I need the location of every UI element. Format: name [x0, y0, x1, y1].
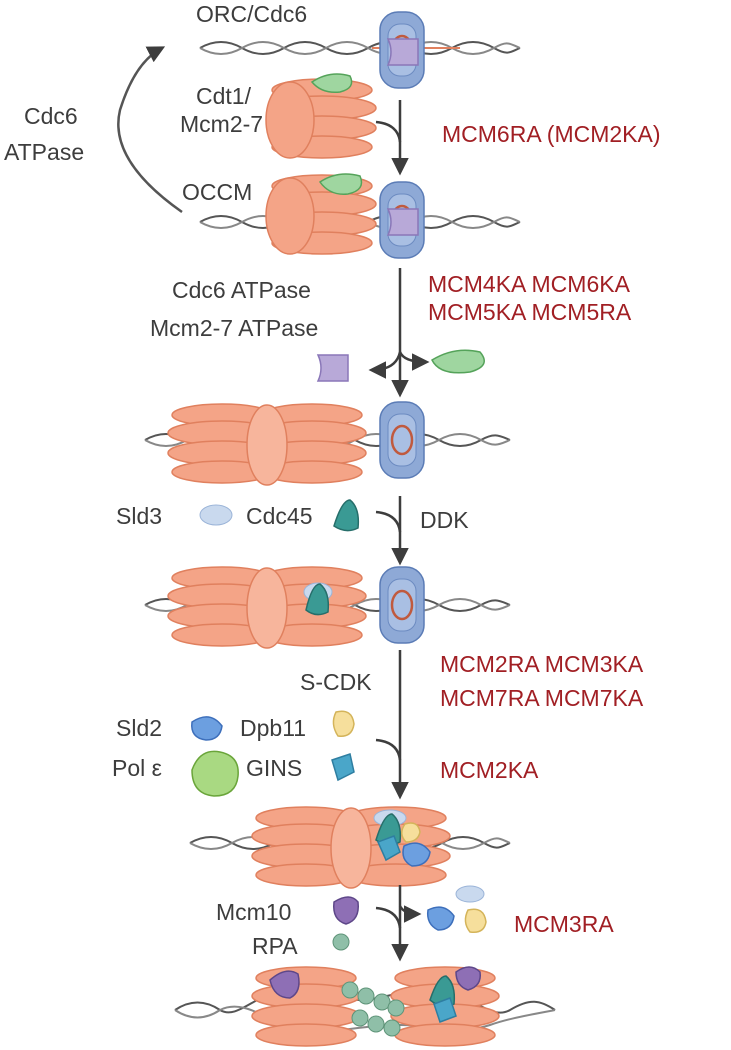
sld2-icon: [191, 716, 223, 741]
mutant-step2a: MCM4KA MCM6KA: [428, 271, 631, 297]
mcm-double-hexamer-2: [167, 565, 426, 649]
occm-complex: [265, 173, 426, 260]
mutant-step4a: MCM2RA MCM3KA: [440, 651, 644, 677]
label-sld3: Sld3: [116, 503, 162, 529]
mcm10-icon: [333, 896, 359, 925]
label-cdt1: Cdt1/: [196, 83, 252, 109]
released-cdt1: [431, 349, 485, 374]
mcm-double-hexamer-1: [167, 400, 426, 486]
label-scdk: S-CDK: [300, 669, 372, 695]
mutant-step2b: MCM5KA MCM5RA: [428, 299, 632, 325]
released-factors: [426, 885, 487, 934]
main-flow-arrows: [368, 100, 430, 962]
cmg-assembly: [251, 806, 451, 889]
mutant-step6: MCM3RA: [514, 911, 614, 937]
label-occm: OCCM: [182, 179, 252, 205]
label-atpase-loop: ATPase: [4, 139, 84, 165]
mutant-step5: MCM2KA: [440, 757, 539, 783]
label-pol-epsilon: Pol ε: [112, 755, 162, 781]
released-cdc6: [317, 354, 349, 382]
label-mcm10: Mcm10: [216, 899, 291, 925]
mutant-step1: MCM6RA (MCM2KA): [442, 121, 661, 147]
rpa-icon: [332, 933, 350, 951]
label-mcm27: Mcm2-7: [180, 111, 263, 137]
gins-icon: [331, 753, 355, 782]
label-sld2: Sld2: [116, 715, 162, 741]
replication-forks: [251, 966, 500, 1047]
label-mcm27-atpase: Mcm2-7 ATPase: [150, 315, 318, 341]
pol-epsilon-icon: [191, 750, 239, 797]
label-gins: GINS: [246, 755, 302, 781]
label-cdc6-atpase: Cdc6 ATPase: [172, 277, 311, 303]
label-ddk: DDK: [420, 507, 469, 533]
dna-row-1: [199, 41, 521, 55]
cdc6-protein-1: [387, 38, 419, 66]
label-cdc45: Cdc45: [246, 503, 312, 529]
label-orc-cdc6: ORC/Cdc6: [196, 1, 307, 27]
cdt1-mcm27-complex: [265, 73, 377, 159]
label-rpa: RPA: [252, 933, 298, 959]
mutant-step4b: MCM7RA MCM7KA: [440, 685, 644, 711]
cdc45-icon: [333, 499, 360, 532]
cdc6-atpase-loop-arrow: [117, 46, 183, 214]
label-dpb11: Dpb11: [240, 715, 306, 741]
sld3-icon: [199, 504, 233, 526]
label-cdc6-loop: Cdc6: [24, 103, 78, 129]
dpb11-icon: [332, 710, 355, 737]
